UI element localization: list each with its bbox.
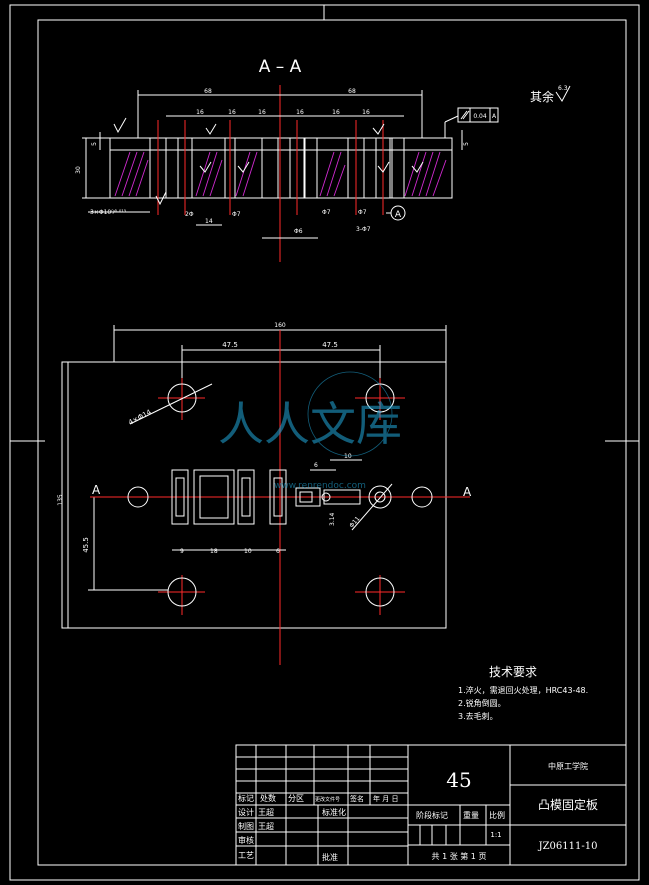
- dim-left: 47.5: [222, 341, 238, 349]
- tb-standard-label: 标准化: [322, 807, 346, 817]
- side-hole-right: [411, 486, 433, 508]
- tb-row-date: 年 月 日: [373, 794, 398, 803]
- tb-drafter-label: 制图: [238, 821, 254, 831]
- dim-b5: 3-Φ7: [356, 226, 371, 233]
- section-dimensions: 68 68 16 16 16 16 16 16 30 5 5 0.04 A 3×…: [75, 88, 499, 239]
- dim-pin-d: Φ11: [348, 515, 361, 529]
- dim-plan-height: 135: [57, 494, 64, 506]
- flatness-datum: A: [492, 113, 497, 120]
- dim-pitch-1: 16: [196, 109, 204, 116]
- tb-designer: 王超: [258, 807, 274, 817]
- tb-row-change: 更改文件号: [315, 796, 340, 803]
- tb-check-label: 审核: [238, 835, 254, 845]
- dim-vert-offset: 45.5: [82, 537, 90, 553]
- tech-item-3: 3.去毛刺。: [458, 711, 498, 721]
- title-block: 标记 处数 分区 更改文件号 签名 年 月 日 设计 王超 标准化 制图 王超 …: [235, 744, 627, 866]
- dim-slot-3: 10: [244, 548, 252, 555]
- dim-width: 160: [274, 322, 286, 329]
- dim-pin-h: 3.14: [329, 512, 336, 526]
- tb-part-name: 凸模固定板: [538, 797, 598, 812]
- dim-top-left: 68: [204, 88, 212, 95]
- tech-title: 技术要求: [489, 665, 537, 679]
- datum-label: A: [395, 210, 402, 220]
- dim-b-left: 14: [205, 218, 213, 225]
- dim-b4: Φ7: [358, 209, 367, 216]
- section-hatch: [114, 151, 447, 197]
- dim-b2: Φ7: [232, 211, 241, 218]
- tb-stage-label: 阶段标记: [416, 810, 448, 820]
- surface-note-value: 6.3: [558, 85, 568, 92]
- section-body: [109, 85, 453, 262]
- tb-approve-label: 批准: [322, 852, 338, 862]
- section-title: A – A: [259, 57, 302, 77]
- plate-outline: [61, 361, 447, 629]
- dim-slot-2: 18: [210, 548, 218, 555]
- side-hole-left: [127, 486, 149, 508]
- watermark: 人人文库 www.renrendoc.com: [218, 371, 402, 491]
- dim-step: 5: [91, 142, 98, 146]
- dim-pitch-5: 16: [332, 109, 340, 116]
- tb-row-sign: 签名: [350, 794, 364, 803]
- section-mark-right: A: [463, 485, 472, 499]
- corner-hole-br: [365, 577, 395, 607]
- corner-hole-tl: [167, 383, 197, 413]
- tb-weight-label: 重量: [463, 810, 479, 820]
- dim-pitch-4: 16: [296, 109, 304, 116]
- dim-b-center: Φ6: [294, 228, 303, 235]
- punch-slots: [171, 469, 287, 525]
- dim-pitch-6: 16: [362, 109, 370, 116]
- tb-drawing-no: JZ06111-10: [538, 841, 598, 852]
- dim-b3: Φ7: [322, 209, 331, 216]
- dim-corner-holes: 4×Φ14: [127, 408, 153, 427]
- watermark-text: 人人文库: [218, 397, 402, 451]
- dim-top-right: 68: [348, 88, 356, 95]
- dim-pitch-2: 16: [228, 109, 236, 116]
- tech-item-2: 2.锐角倒圆。: [458, 698, 506, 708]
- watermark-sub: www.renrendoc.com: [274, 481, 366, 491]
- corner-hole-bl: [167, 577, 197, 607]
- dim-slot-4: 6: [276, 548, 280, 555]
- dim-slot-1: 9: [180, 548, 184, 555]
- tech-requirements: 技术要求 1.淬火，需退回火处理，HRC43-48. 2.锐角倒圆。 3.去毛刺…: [458, 665, 588, 721]
- dim-b1: 2Φ: [185, 211, 194, 218]
- dim-right-step: 5: [463, 142, 470, 146]
- dim-pin-l: 10: [344, 453, 352, 460]
- tb-designer-label: 设计: [238, 807, 254, 817]
- dim-pitch-3: 16: [258, 109, 266, 116]
- tb-school: 中原工学院: [548, 761, 588, 771]
- tb-row-count: 处数: [260, 793, 276, 803]
- section-mark-left: A: [92, 483, 101, 497]
- tb-sheet: 共 1 张 第 1 页: [432, 851, 487, 861]
- tb-row-mark: 标记: [238, 793, 254, 803]
- tech-item-1: 1.淬火，需退回火处理，HRC43-48.: [458, 685, 588, 695]
- corner-hole-tr: [365, 383, 395, 413]
- tb-row-zone: 分区: [288, 794, 304, 803]
- dim-holes: 3×Φ10⁰⁄⁰·⁰¹⁵: [90, 209, 127, 216]
- plan-view: 160 47.5 47.5 135 45.5 4×Φ14: [57, 322, 472, 665]
- surface-roughness-note: 其余 6.3: [530, 85, 571, 104]
- flatness-frame: [457, 107, 499, 123]
- tb-scale: 1:1: [490, 831, 501, 839]
- dim-right: 47.5: [322, 341, 338, 349]
- surface-note-label: 其余: [530, 89, 554, 104]
- flatness-value: 0.04: [473, 113, 487, 120]
- tb-drafter: 王超: [258, 821, 274, 831]
- roughness-marks: [113, 117, 424, 206]
- dim-pin-w: 6: [314, 462, 318, 469]
- tb-craft-label: 工艺: [238, 851, 254, 860]
- tb-material: 45: [446, 768, 471, 792]
- dim-height: 30: [75, 166, 82, 174]
- tb-scale-label: 比例: [489, 810, 505, 820]
- pin-feature: [295, 485, 392, 509]
